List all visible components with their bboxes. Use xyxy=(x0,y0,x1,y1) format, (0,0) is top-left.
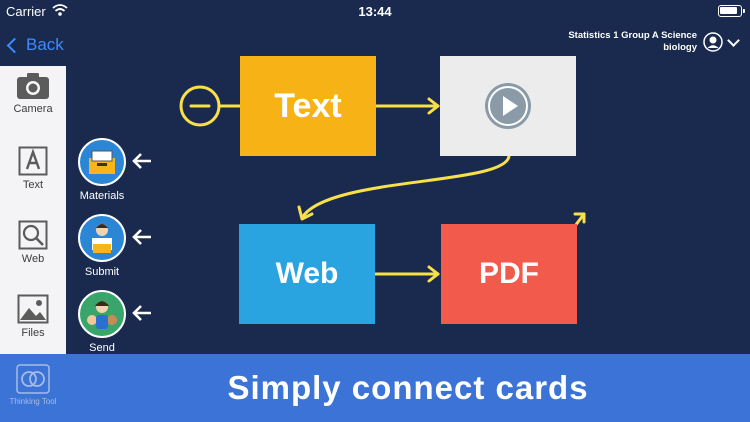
chevron-left-icon xyxy=(6,37,23,53)
thinking-tool-button[interactable]: Thinking Tool xyxy=(0,364,66,406)
user-class-line2: biology xyxy=(663,42,697,53)
status-bar: Carrier 13:44 xyxy=(0,0,750,22)
play-icon xyxy=(485,83,531,129)
files-tool[interactable]: Files xyxy=(0,294,66,339)
chevron-down-icon xyxy=(727,33,740,47)
connector-lines xyxy=(179,85,586,283)
carrier-label: Carrier xyxy=(6,4,46,19)
send-item[interactable]: Send xyxy=(67,290,137,354)
web-tool[interactable]: Web xyxy=(0,220,66,265)
battery-icon xyxy=(718,5,745,17)
submit-icon xyxy=(78,214,126,262)
camera-tool-label: Camera xyxy=(13,103,53,115)
caption-banner: Simply connect cards xyxy=(66,354,750,422)
image-icon xyxy=(17,294,49,324)
back-button-label: Back xyxy=(26,35,64,54)
web-card-label: Web xyxy=(275,257,339,290)
user-class-info: Statistics 1 Group A Science biology xyxy=(568,30,697,54)
camera-icon xyxy=(17,73,49,99)
text-card-label: Text xyxy=(274,86,342,125)
thinking-tool-label: Thinking Tool xyxy=(9,397,57,406)
magnifier-icon xyxy=(18,220,48,250)
wifi-icon xyxy=(52,4,68,16)
pdf-card-label: PDF xyxy=(479,257,539,290)
arrow-left-icon xyxy=(132,153,151,169)
camera-tool[interactable]: Camera xyxy=(0,72,66,115)
web-tool-label: Web xyxy=(21,253,45,265)
arrow-left-icon xyxy=(132,305,151,321)
text-box-icon xyxy=(18,146,48,176)
video-card[interactable] xyxy=(440,56,576,156)
card-canvas[interactable]: Text Web PDF Materials xyxy=(66,56,750,354)
avatar-icon xyxy=(703,32,723,52)
clock: 13:44 xyxy=(358,4,392,19)
pdf-card[interactable]: PDF xyxy=(441,224,577,324)
top-bar: Carrier 13:44 Back Statistics 1 Group A … xyxy=(0,0,750,66)
overlapping-circles-icon xyxy=(16,364,50,394)
submit-item[interactable]: Submit xyxy=(67,214,137,278)
files-tool-label: Files xyxy=(21,327,45,339)
materials-icon xyxy=(78,138,126,186)
arrow-left-icon xyxy=(132,229,151,245)
materials-label: Materials xyxy=(79,190,125,202)
web-card[interactable]: Web xyxy=(239,224,375,324)
materials-item[interactable]: Materials xyxy=(67,138,137,202)
text-tool[interactable]: Text xyxy=(0,146,66,191)
send-label: Send xyxy=(89,342,115,354)
user-menu[interactable]: Statistics 1 Group A Science biology xyxy=(568,30,740,54)
back-button[interactable]: Back xyxy=(6,32,64,58)
text-tool-label: Text xyxy=(22,179,44,191)
text-card[interactable]: Text xyxy=(240,56,376,156)
user-class-line1: Statistics 1 Group A Science xyxy=(568,30,697,41)
banner-caption: Simply connect cards xyxy=(227,369,589,406)
submit-label: Submit xyxy=(84,266,120,278)
send-icon xyxy=(78,290,126,338)
